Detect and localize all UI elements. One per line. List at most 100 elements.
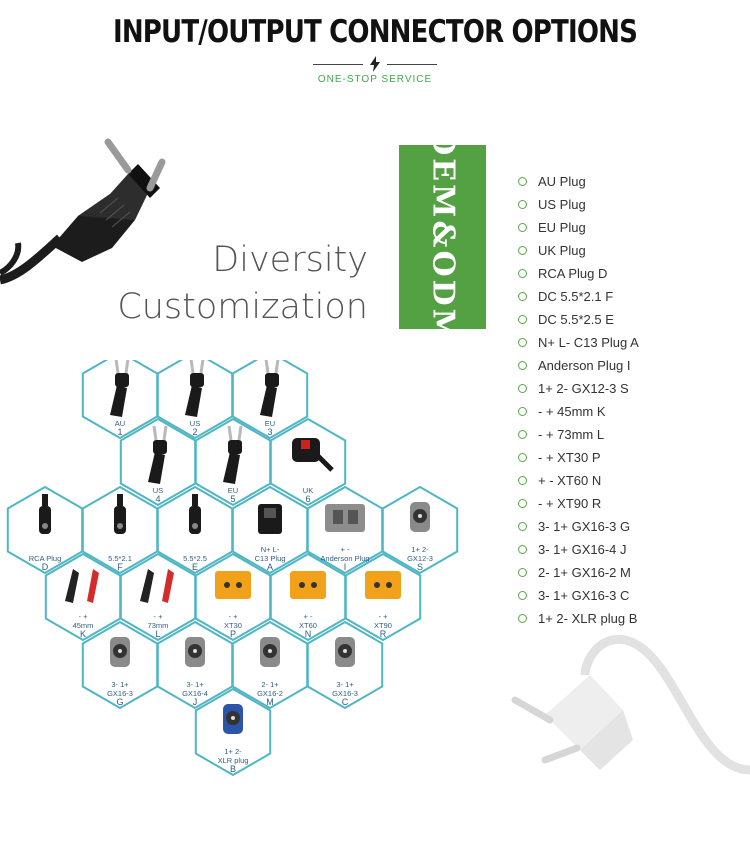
hex-label: GX16-3: [332, 689, 358, 698]
hex-gx12: 1+ 2-GX12-3S: [381, 485, 459, 575]
option-item: 3- 1+ GX16-3 C: [518, 584, 639, 607]
white-plug-icon: [511, 634, 750, 775]
black-eu-plug-icon: [0, 138, 166, 285]
hex-label: XT60: [299, 621, 317, 630]
circle-bullet-icon: [518, 292, 527, 301]
option-label: 1+ 2- GX12-3 S: [538, 380, 629, 396]
hex-label: + -: [304, 612, 313, 621]
hex-label: 45mm: [73, 621, 94, 630]
hex-label: 3- 1+: [111, 680, 129, 689]
option-item: 1+ 2- GX12-3 S: [518, 377, 639, 400]
hex-us: US2: [156, 360, 234, 440]
hex-label: 4: [155, 494, 160, 504]
hex-label: - +: [379, 612, 389, 621]
gx-plug-icon: [260, 637, 280, 667]
hex-label: UK: [303, 486, 313, 495]
oem-odm-text: OEM&ODM: [425, 129, 460, 345]
hex-label: J: [193, 697, 198, 707]
hex-label: GX16-3: [107, 689, 133, 698]
us-plug-icon: [185, 360, 205, 417]
circle-bullet-icon: [518, 476, 527, 485]
option-item: AU Plug: [518, 170, 639, 193]
hex-label: 6: [305, 494, 310, 504]
option-label: 3- 1+ GX16-4 J: [538, 541, 627, 557]
option-item: DC 5.5*2.1 F: [518, 285, 639, 308]
option-item: EU Plug: [518, 216, 639, 239]
hex-label: + -: [341, 545, 350, 554]
eu-plug-icon: [223, 425, 243, 484]
hex-label: GX16-2: [257, 689, 283, 698]
option-label: Anderson Plug I: [538, 357, 631, 373]
page-subtitle: ONE-STOP SERVICE: [317, 74, 433, 85]
hex-uk6: UK6: [269, 417, 347, 507]
option-item: US Plug: [518, 193, 639, 216]
option-label: DC 5.5*2.1 F: [538, 288, 614, 304]
circle-bullet-icon: [518, 453, 527, 462]
option-label: 3- 1+ GX16-3 G: [538, 518, 631, 534]
option-label: AU Plug: [538, 173, 586, 189]
hex-label: R: [380, 629, 387, 639]
option-item: 1+ 2- XLR plug B: [518, 607, 639, 630]
page-title: INPUT/OUTPUT CONNECTOR OPTIONS: [112, 14, 638, 50]
circle-bullet-icon: [518, 361, 527, 370]
option-label: UK Plug: [538, 242, 586, 258]
circle-bullet-icon: [518, 614, 527, 623]
hex-label: 2- 1+: [261, 680, 279, 689]
hex-label: E: [192, 562, 198, 572]
hex-label: XT30: [224, 621, 242, 630]
circle-bullet-icon: [518, 269, 527, 278]
hex-label: 5.5*2.1: [108, 554, 132, 563]
option-item: DC 5.5*2.5 E: [518, 308, 639, 331]
hex-label: 1: [117, 427, 122, 437]
circle-bullet-icon: [518, 246, 527, 255]
circle-bullet-icon: [518, 568, 527, 577]
hex-label: EU: [228, 486, 238, 495]
xt-plug-icon: [365, 571, 401, 599]
hex-label: I: [344, 562, 347, 572]
tagline-diversity: Diversity: [212, 240, 368, 280]
option-label: - + 73mm L: [538, 426, 605, 442]
circle-bullet-icon: [518, 522, 527, 531]
circle-bullet-icon: [518, 499, 527, 508]
hex-label: XT90: [374, 621, 392, 630]
hex-label: 73mm: [148, 621, 169, 630]
hex-us4: US4: [119, 417, 197, 507]
option-item: - + 45mm K: [518, 400, 639, 423]
au-plug-icon: [110, 360, 130, 417]
hex-dc25: 5.5*2.5E: [156, 485, 234, 575]
gx-plug-icon: [185, 637, 205, 667]
hex-label: M: [266, 697, 274, 707]
hex-label: F: [117, 562, 123, 572]
option-item: + - XT60 N: [518, 469, 639, 492]
hex-label: GX16-4: [182, 689, 208, 698]
circle-bullet-icon: [518, 591, 527, 600]
hex-label: - +: [79, 612, 89, 621]
hex-label: N+ L-: [261, 545, 280, 554]
circle-bullet-icon: [518, 545, 527, 554]
hex-label: US: [153, 486, 163, 495]
circle-bullet-icon: [518, 384, 527, 393]
hex-au: AU1: [81, 360, 159, 440]
option-label: RCA Plug D: [538, 265, 608, 281]
hex-label: AU: [115, 419, 125, 428]
xt-plug-icon: [215, 571, 251, 599]
eu-plug-icon: [260, 360, 280, 417]
hex-label: L: [155, 629, 160, 639]
hex-label: K: [80, 629, 86, 639]
hex-label: 2: [192, 427, 197, 437]
hex-label: 3- 1+: [186, 680, 204, 689]
hex-dc21: 5.5*2.1F: [81, 485, 159, 575]
hex-label: 5: [230, 494, 235, 504]
hex-label: C13 Plug: [255, 554, 286, 563]
divider-right: [387, 64, 437, 65]
uk-plug-icon: [292, 438, 334, 472]
hex-label: - +: [229, 612, 239, 621]
option-item: - + XT30 P: [518, 446, 639, 469]
hex-label: EU: [265, 419, 275, 428]
